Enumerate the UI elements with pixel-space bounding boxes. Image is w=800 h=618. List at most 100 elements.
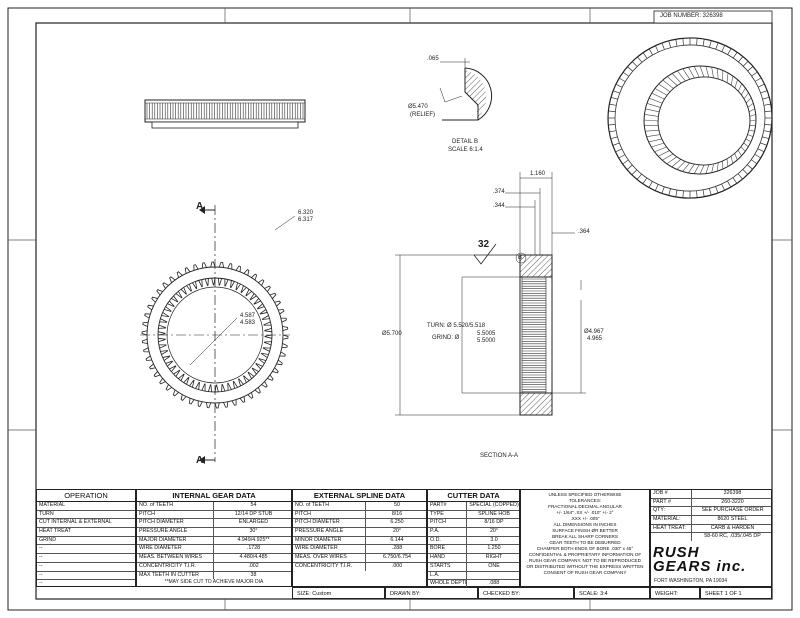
internal-gear-tooth <box>258 358 267 364</box>
row-label: -- <box>39 554 43 561</box>
detail-b-title: DETAIL B <box>452 139 479 145</box>
iso-outer-tooth <box>622 159 629 165</box>
tolerance-block: UNLESS SPECIFIED OTHERWISE TOLERANCES: F… <box>520 489 650 587</box>
iso-inner-tooth <box>748 129 755 132</box>
iso-inner-tooth <box>734 153 738 161</box>
internal-gear-tooth <box>264 328 272 333</box>
row-label: -- <box>39 571 43 578</box>
iso-outer-tooth <box>608 124 616 126</box>
iso-outer-tooth <box>732 177 738 184</box>
row-value: 1.250 <box>487 545 501 552</box>
row-label: GRIND <box>39 536 57 543</box>
detail-b-relief-dia: Ø5.470 <box>408 104 428 110</box>
detail-b-relief-label: (RELIEF) <box>410 112 436 118</box>
rush-gears-logo: RUSH GEARS inc. <box>653 545 771 576</box>
iso-inner-tooth <box>658 150 670 157</box>
drawn-field: DRAWN BY: <box>385 587 478 599</box>
outer-spline-tooth <box>218 261 224 268</box>
outer-spline-tooth <box>239 396 246 403</box>
grind-top: 5.5005 <box>477 331 496 337</box>
iso-outer-tooth <box>737 56 743 63</box>
checked-field: CHECKED BY: <box>478 587 574 599</box>
iso-outer-tooth <box>754 154 762 159</box>
outer-spline-tooth <box>180 394 187 401</box>
row-value: 4.949/4.925** <box>237 536 270 543</box>
iso-inner-tooth <box>658 83 670 92</box>
internal-gear-tooth <box>263 341 272 346</box>
turn-label: TURN: Ø 5.520/5.518 <box>427 323 486 329</box>
iso-inner-tooth <box>730 156 734 164</box>
tol-l5: .XXX +/- .005" <box>570 516 600 521</box>
internal-gear-tooth <box>227 382 232 391</box>
row-label: PITCH <box>137 510 214 519</box>
outer-spline-tooth <box>281 343 288 349</box>
grind-bot: 5.5000 <box>477 338 496 344</box>
outer-spline-tooth <box>165 384 172 391</box>
internal-gear-tooth <box>240 285 247 294</box>
row-value: 50 <box>394 502 400 508</box>
table-row: GRIND <box>37 537 135 546</box>
internal-gear-tooth <box>230 280 235 289</box>
external-spline-header: EXTERNAL SPLINE DATA <box>293 490 426 502</box>
table-row: WIRE DIAMETER .288 <box>293 545 426 555</box>
outer-spline-tooth <box>243 269 250 276</box>
row-value: 58-60 RC, .035/.045 DP <box>704 533 761 540</box>
outer-spline-tooth <box>269 292 277 299</box>
internal-gear-tooth <box>160 350 169 355</box>
table-row: NO. of TEETH 50 <box>293 502 426 511</box>
row-label: -- <box>39 580 43 587</box>
iso-outer-tooth <box>762 96 770 100</box>
row-label: WIRE DIAMETER <box>293 545 366 554</box>
internal-gear-tooth <box>260 352 269 358</box>
row-label: STARTS <box>428 562 467 571</box>
internal-gear-tooth <box>211 277 216 286</box>
internal-gear-tooth <box>262 347 271 352</box>
outer-spline-tooth <box>176 271 183 278</box>
iso-inner-tooth <box>747 103 754 108</box>
tol-l10: CHAMFER BOTH ENDS OF BORE .030" x 45° <box>536 546 634 551</box>
iso-outer-tooth <box>675 39 678 47</box>
row-value: RIGHT <box>485 554 503 561</box>
row-value: 4.480/4.485 <box>239 554 268 561</box>
iso-outer-tooth <box>702 39 705 47</box>
iso-inner-tooth <box>743 142 749 148</box>
row-value: .288 <box>391 545 403 552</box>
row-value: .1728 <box>246 545 261 552</box>
row-label: HEAT TREAT: <box>651 524 692 533</box>
internal-gear-tooth <box>159 318 168 323</box>
outer-spline-tooth <box>149 363 156 370</box>
internal-gear-tooth <box>245 289 252 297</box>
dia-right-bot: 4.965 <box>587 336 603 342</box>
row-label: WHOLE DEPTH <box>430 580 467 588</box>
outer-spline-tooth <box>274 300 281 307</box>
iso-outer-tooth <box>612 90 620 94</box>
iso-outer-tooth <box>762 136 770 140</box>
iso-outer-tooth <box>637 56 643 63</box>
outer-spline-tooth <box>278 309 285 315</box>
iso-outer-tooth <box>764 124 772 126</box>
outer-spline-tooth <box>169 276 176 283</box>
iso-inner-tooth <box>693 66 700 78</box>
row-value: 6.250 <box>390 519 404 526</box>
iso-outer-tooth <box>742 61 749 67</box>
iso-outer-tooth <box>747 66 754 72</box>
internal-gear-tooth <box>195 381 200 390</box>
tol-l14: CONSENT OF RUSH GEAR COMPANY <box>543 570 627 575</box>
internal-gear-tooth <box>178 373 185 381</box>
outer-spline-tooth <box>162 282 169 289</box>
outer-spline-tooth <box>201 262 207 269</box>
internal-gear-tooth <box>198 279 203 288</box>
cutter-header: CUTTER DATA <box>428 490 519 502</box>
size-field: SIZE: Custom <box>292 587 385 599</box>
iso-inner-tooth <box>740 146 746 152</box>
row-label: NO. of TEETH <box>293 502 366 510</box>
iso-outer-tooth <box>721 184 725 191</box>
table-row: -- <box>37 563 135 572</box>
table-row: QTY:SEE PURCHASE ORDER <box>651 507 771 517</box>
finish-value: 32 <box>478 239 490 250</box>
row-label: QTY: <box>651 507 692 516</box>
outer-spline-tooth <box>153 371 161 378</box>
